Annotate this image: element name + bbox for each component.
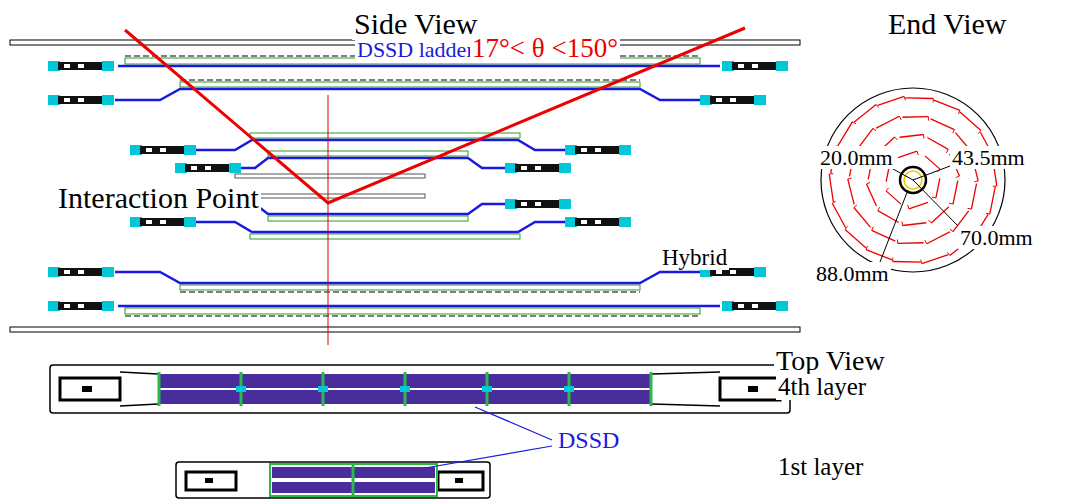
ladder-section	[909, 202, 928, 208]
layer-name: 4th layer	[776, 374, 868, 400]
ladder-tick	[878, 207, 880, 210]
part-name: Interaction Point	[56, 182, 261, 214]
ladder-tick	[956, 176, 960, 178]
ladder-tick	[866, 182, 870, 184]
part-name: Hybrid	[660, 246, 729, 270]
ladder-section	[854, 105, 876, 122]
ladder-tick	[974, 180, 978, 182]
ladder-section	[829, 174, 833, 202]
dimension: 20.0mm	[818, 146, 895, 169]
ladder-section	[953, 181, 958, 205]
ladder-section	[898, 151, 917, 157]
ladder-tick	[925, 240, 927, 244]
ladder-section	[876, 116, 899, 128]
ladder-tick	[892, 258, 893, 262]
ladder-section	[931, 207, 949, 223]
ladder-tick	[886, 188, 889, 191]
ladder-section	[886, 191, 901, 204]
ladder-section	[927, 138, 948, 150]
view-title: Top View	[774, 346, 887, 375]
ladder-section	[903, 223, 927, 226]
ladder-tick	[967, 208, 971, 210]
ladder-tick	[928, 117, 929, 121]
ladder-section	[866, 250, 892, 260]
view-title: End View	[886, 8, 1008, 40]
ladder-section	[934, 100, 960, 110]
ladder-tick	[848, 178, 852, 180]
dimension: 88.0mm	[814, 262, 891, 285]
ladder-tick	[902, 222, 903, 226]
ladder-tick	[854, 205, 857, 208]
part-name: DSSD ladder	[355, 38, 476, 61]
ladder-tick	[917, 151, 918, 155]
ladder-section	[990, 187, 996, 214]
ladder-tick	[933, 98, 934, 102]
ladder-tick	[872, 227, 874, 231]
ladder-tick	[853, 122, 856, 124]
ladder-tick	[904, 96, 905, 100]
ladder-tick	[923, 135, 924, 139]
ladder-section	[898, 242, 924, 244]
ladder-tick	[873, 128, 876, 130]
ladder-section	[878, 96, 905, 105]
ladder-tick	[950, 229, 953, 231]
ladder-tick	[929, 220, 932, 223]
ladder-section	[832, 203, 845, 228]
ladder-section	[848, 179, 854, 204]
ladder-tick	[932, 197, 936, 199]
ladder-tick	[953, 130, 955, 134]
dimension: 43.5mm	[950, 146, 1027, 169]
ladder-section	[845, 229, 866, 248]
ladder-section	[925, 156, 940, 169]
part-name: DSSD	[556, 428, 621, 453]
view-title: Side View	[352, 8, 479, 40]
angle-range: 17°< θ <150°	[470, 34, 620, 62]
ladder-tick	[949, 203, 953, 205]
ladder-section	[893, 261, 921, 263]
ladder-section	[960, 112, 981, 131]
layer-name: 1st layer	[776, 454, 865, 480]
ladder-section	[900, 135, 924, 138]
ladder-section	[902, 116, 928, 118]
ladder-tick	[993, 185, 997, 187]
ladder-tick	[921, 260, 922, 264]
ladder-section	[838, 122, 853, 146]
ladder-section	[927, 232, 950, 244]
ladder-section	[931, 119, 955, 130]
ladder-tick	[897, 239, 898, 243]
ladder-tick	[946, 149, 948, 152]
ladder-tick	[866, 246, 867, 250]
ladder-tick	[899, 116, 901, 120]
ladder-section	[854, 208, 871, 228]
dimension: 70.0mm	[958, 226, 1035, 249]
ladder-section	[971, 184, 976, 209]
ladder-section	[866, 184, 876, 206]
ladder-tick	[958, 110, 959, 114]
ladder-section	[936, 178, 940, 198]
ladder-tick	[908, 205, 909, 209]
ladder-tick	[895, 137, 898, 140]
ladder-section	[905, 97, 933, 99]
ladder-section	[922, 255, 949, 264]
